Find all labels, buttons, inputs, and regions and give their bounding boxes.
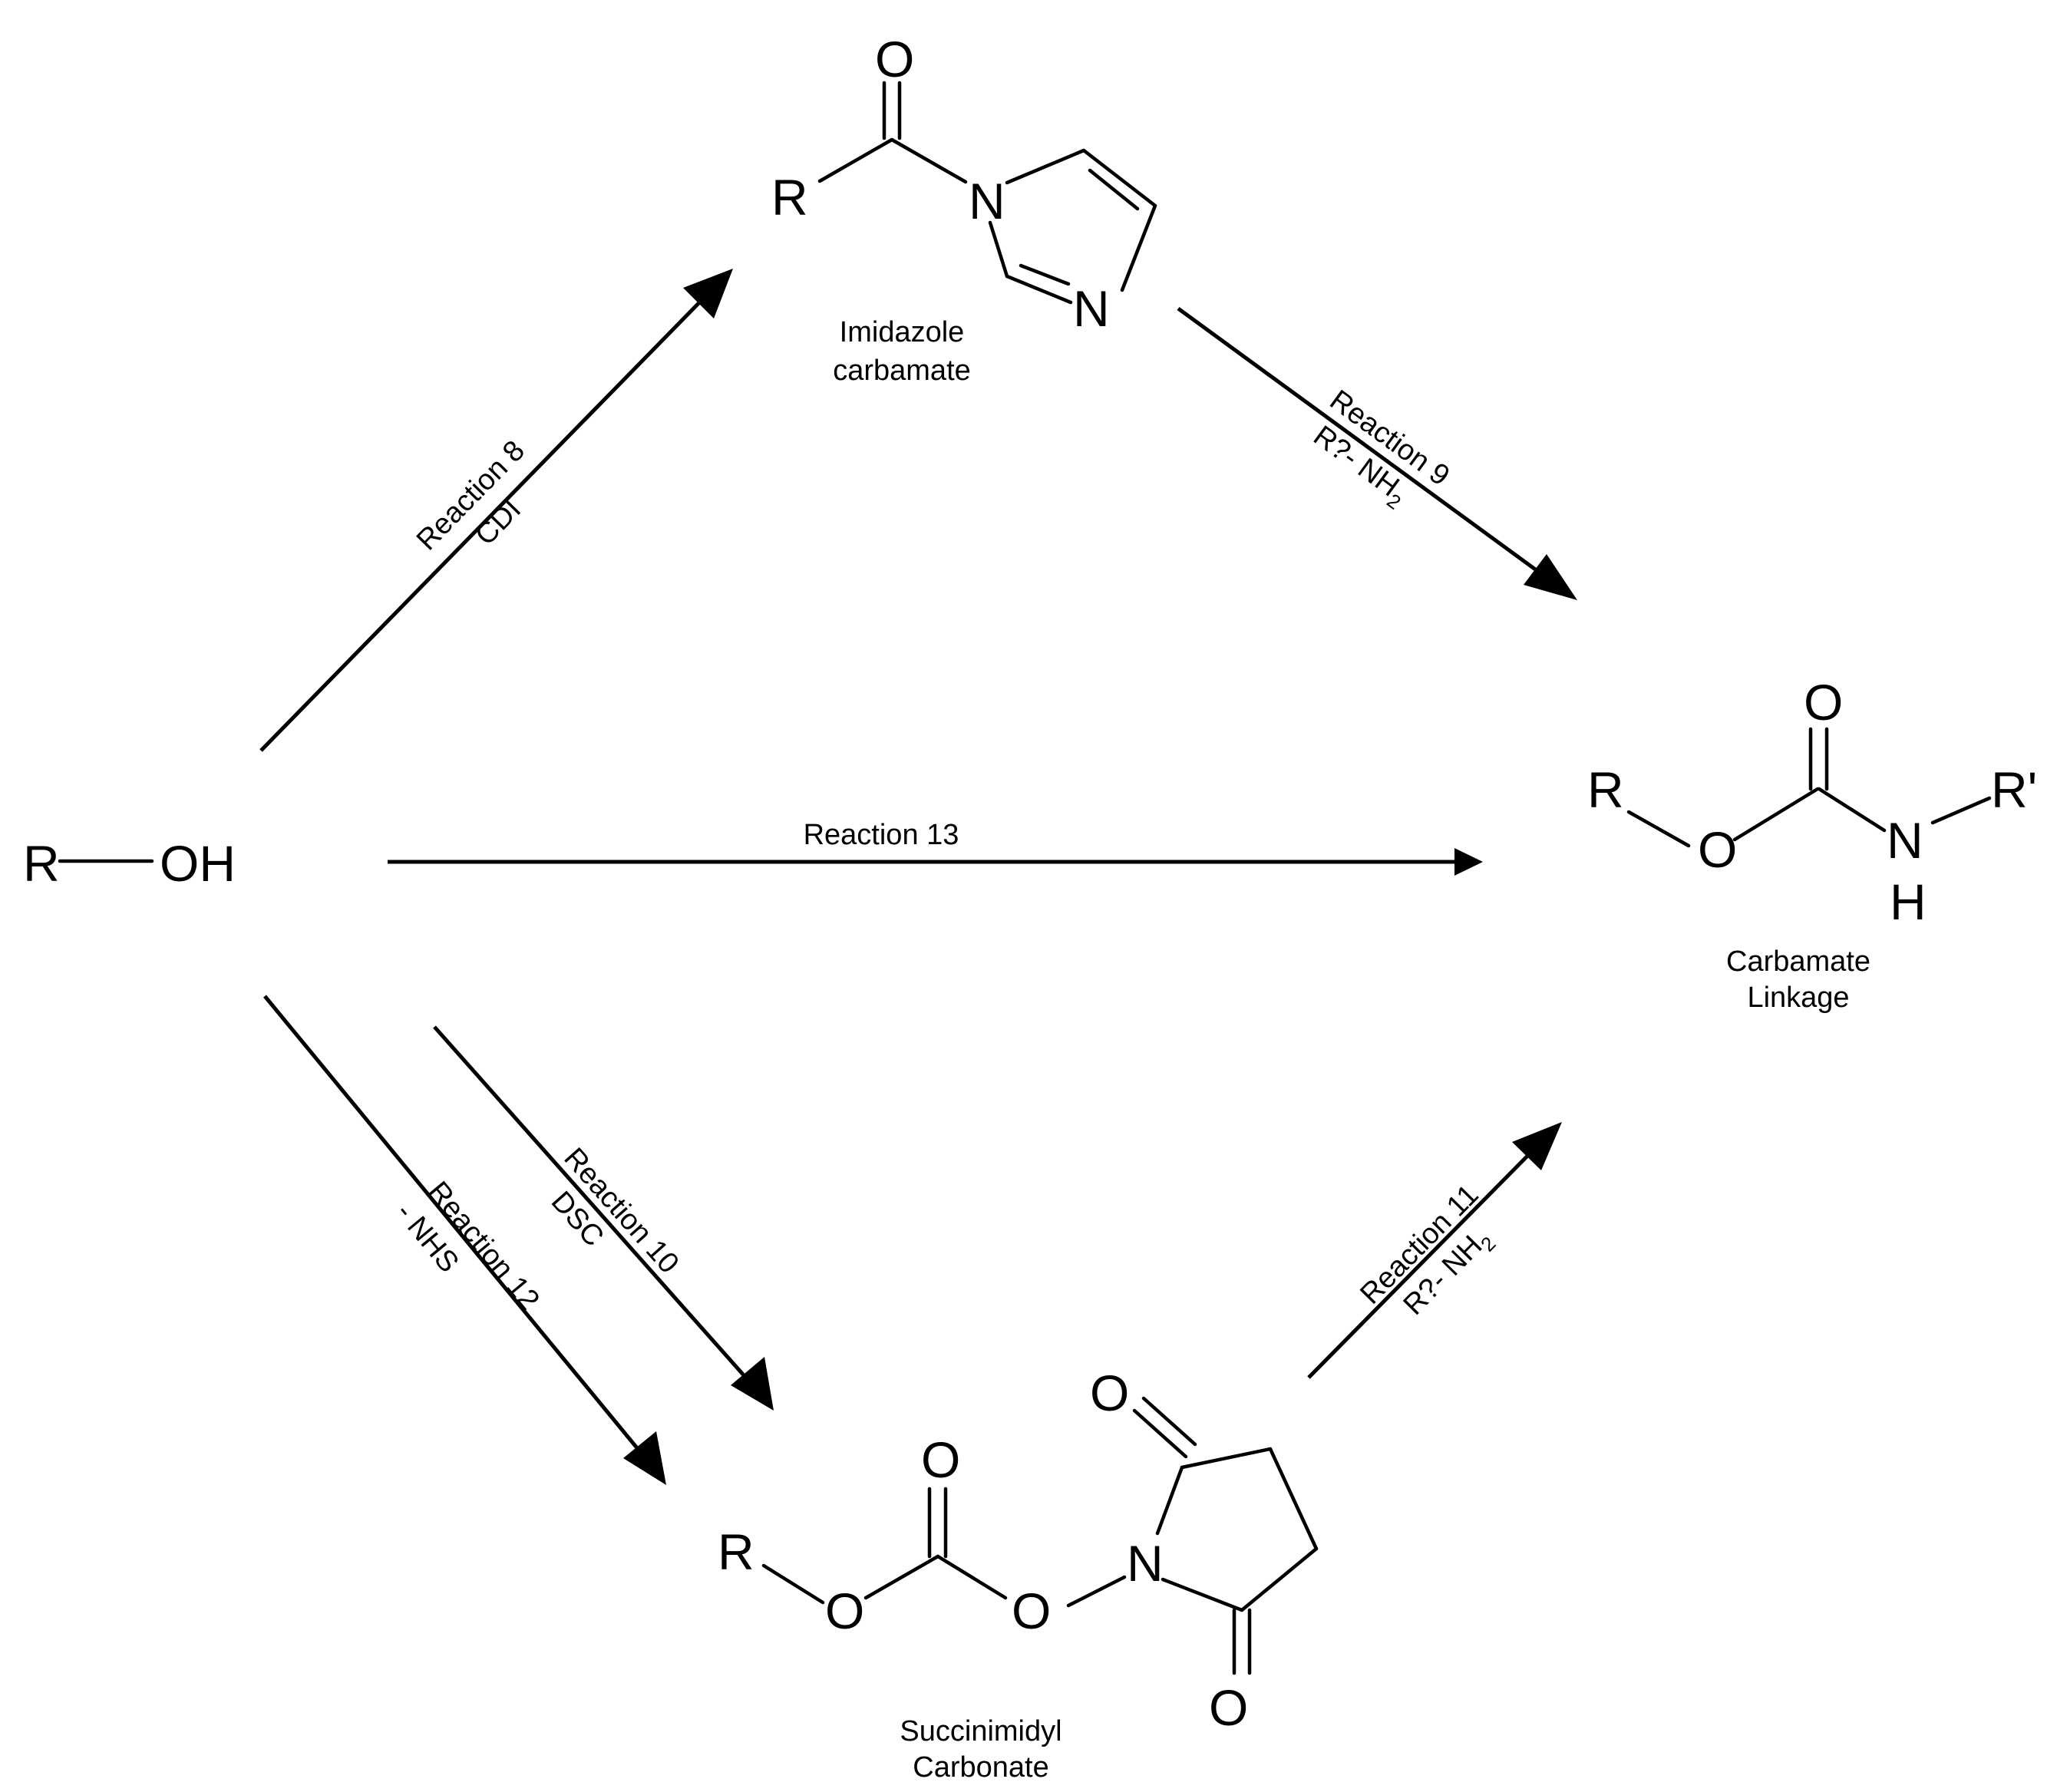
succinimidyl-c4-c5-bond (1240, 1546, 1319, 1612)
imidazole-carbamate-structure: O R N N Imidazole carbamate (771, 31, 1157, 387)
reaction-12-arrow: Reaction 12 - NHS (263, 995, 666, 1485)
reaction-11-arrowhead (1512, 1122, 1562, 1170)
reaction-8-arrow: Reaction 8 CDI (259, 269, 733, 752)
succinimidyl-r-atom: R (718, 1523, 754, 1580)
imidazole-n1-atom: N (969, 173, 1005, 229)
succinimidyl-carbonyl-o-atom: O (921, 1431, 960, 1488)
imidazole-c5-c4-inner-bond (1088, 168, 1140, 211)
reaction-9-arrowhead (1524, 554, 1577, 600)
reaction-12-arrow-shaft (263, 995, 650, 1464)
imidazole-c2-n1-bond (988, 220, 1009, 279)
reaction-11-labels: Reaction 11 R?- NH2 (1354, 1179, 1500, 1322)
succinimidyl-c2-c3-bond (1180, 1447, 1273, 1470)
succinimidyl-upper-co-bond-b (1141, 1396, 1197, 1447)
carbamate-h-atom: H (1890, 873, 1927, 930)
succinimidyl-o2-atom: O (1012, 1582, 1051, 1639)
carbamate-o-c-bond (1732, 787, 1820, 842)
reaction-13-label: Reaction 13 (804, 819, 959, 851)
succinimidyl-o2-n-bond (1066, 1575, 1127, 1608)
alcohol-r-oh: R OH (23, 835, 236, 892)
succinimidyl-upper-co-bond-a (1132, 1408, 1188, 1459)
succinimidyl-c5-n-bond (1161, 1577, 1244, 1612)
alcohol-oh-group: OH (160, 835, 236, 892)
reaction-10-arrow: Reaction 10 DSC (433, 1025, 774, 1411)
succinimidyl-carbonate-caption-line2: Carbonate (913, 1751, 1048, 1784)
succinimidyl-upper-o-atom: O (1090, 1365, 1129, 1421)
succinimidyl-r-o-bond (761, 1563, 825, 1605)
reaction-13-arrowhead (1454, 848, 1483, 876)
succinimidyl-c3-c4-bond (1268, 1447, 1319, 1551)
alcohol-r-atom: R (23, 835, 60, 892)
imidazole-n1-c5-bond (1005, 148, 1086, 185)
imidazole-r-atom: R (771, 169, 808, 226)
imidazole-c-n-bond (890, 137, 968, 184)
reaction-10-arrowhead (731, 1357, 774, 1411)
succinimidyl-carbonate-caption-line1: Succinimidyl (900, 1715, 1062, 1747)
carbamate-c-n-bond (1817, 787, 1887, 833)
reaction-8-arrowhead (683, 269, 733, 318)
carbamate-n-atom: N (1887, 812, 1923, 869)
imidazole-n3-c2-inner-bond (1019, 263, 1071, 286)
carbamate-carbonyl-o-atom: O (1804, 674, 1843, 731)
carbamate-linkage-caption-line2: Linkage (1747, 982, 1849, 1014)
imidazole-n3-atom: N (1073, 280, 1110, 337)
succinimidyl-o1-atom: O (825, 1582, 864, 1639)
carbamate-linkage-structure: R O O N H R' Carbamate Linkage (1587, 674, 2037, 1014)
carbamate-linkage-caption-line1: Carbamate (1726, 946, 1870, 978)
reaction-11-arrow: Reaction 11 R?- NH2 (1307, 1122, 1562, 1379)
reaction-12-arrowhead (623, 1431, 666, 1485)
succinimidyl-c-o2-bond (936, 1554, 1008, 1600)
succinimidyl-n-atom: N (1127, 1535, 1164, 1592)
succinimidyl-n-c2-bond (1155, 1465, 1184, 1536)
carbamate-r-atom: R (1587, 761, 1624, 818)
imidazole-n3-c2-bond (1005, 274, 1073, 305)
imidazole-carbamate-caption-line1: Imidazole (840, 316, 965, 348)
succinimidyl-o1-c-bond (863, 1554, 940, 1600)
reaction-13-arrow: Reaction 13 (388, 819, 1483, 876)
imidazole-c5-c4-bond (1081, 148, 1157, 208)
reaction-9-arrow: Reaction 9 R?- NH2 (1177, 306, 1577, 600)
imidazole-carbamate-caption-line2: carbamate (833, 355, 971, 387)
reaction-10-arrow-shaft (433, 1025, 758, 1391)
imidazole-c4-n3-bond (1120, 203, 1157, 292)
reaction-9-labels: Reaction 9 R?- NH2 (1307, 384, 1455, 513)
imidazole-r-c-bond (817, 137, 894, 183)
reaction-9-arrow-shaft (1177, 306, 1556, 586)
reaction-11-arrow-shaft (1307, 1140, 1543, 1379)
imidazole-carbonyl-o-atom: O (875, 31, 914, 87)
carbamate-r-prime-atom: R' (1991, 761, 2037, 818)
succinimidyl-lower-o-atom: O (1209, 1679, 1248, 1736)
reaction-12-labels: Reaction 12 - NHS (389, 1176, 545, 1316)
carbamate-n-r-bond (1930, 796, 1992, 825)
carbamate-r-o-bond (1626, 810, 1691, 848)
succinimidyl-carbonate-structure: R O O O N O O Succinimidyl Carbonate (718, 1365, 1319, 1784)
carbamate-ester-o-atom: O (1698, 821, 1737, 878)
reaction-8-arrow-shaft (259, 290, 712, 752)
reaction-8-labels: Reaction 8 CDI (411, 434, 531, 556)
